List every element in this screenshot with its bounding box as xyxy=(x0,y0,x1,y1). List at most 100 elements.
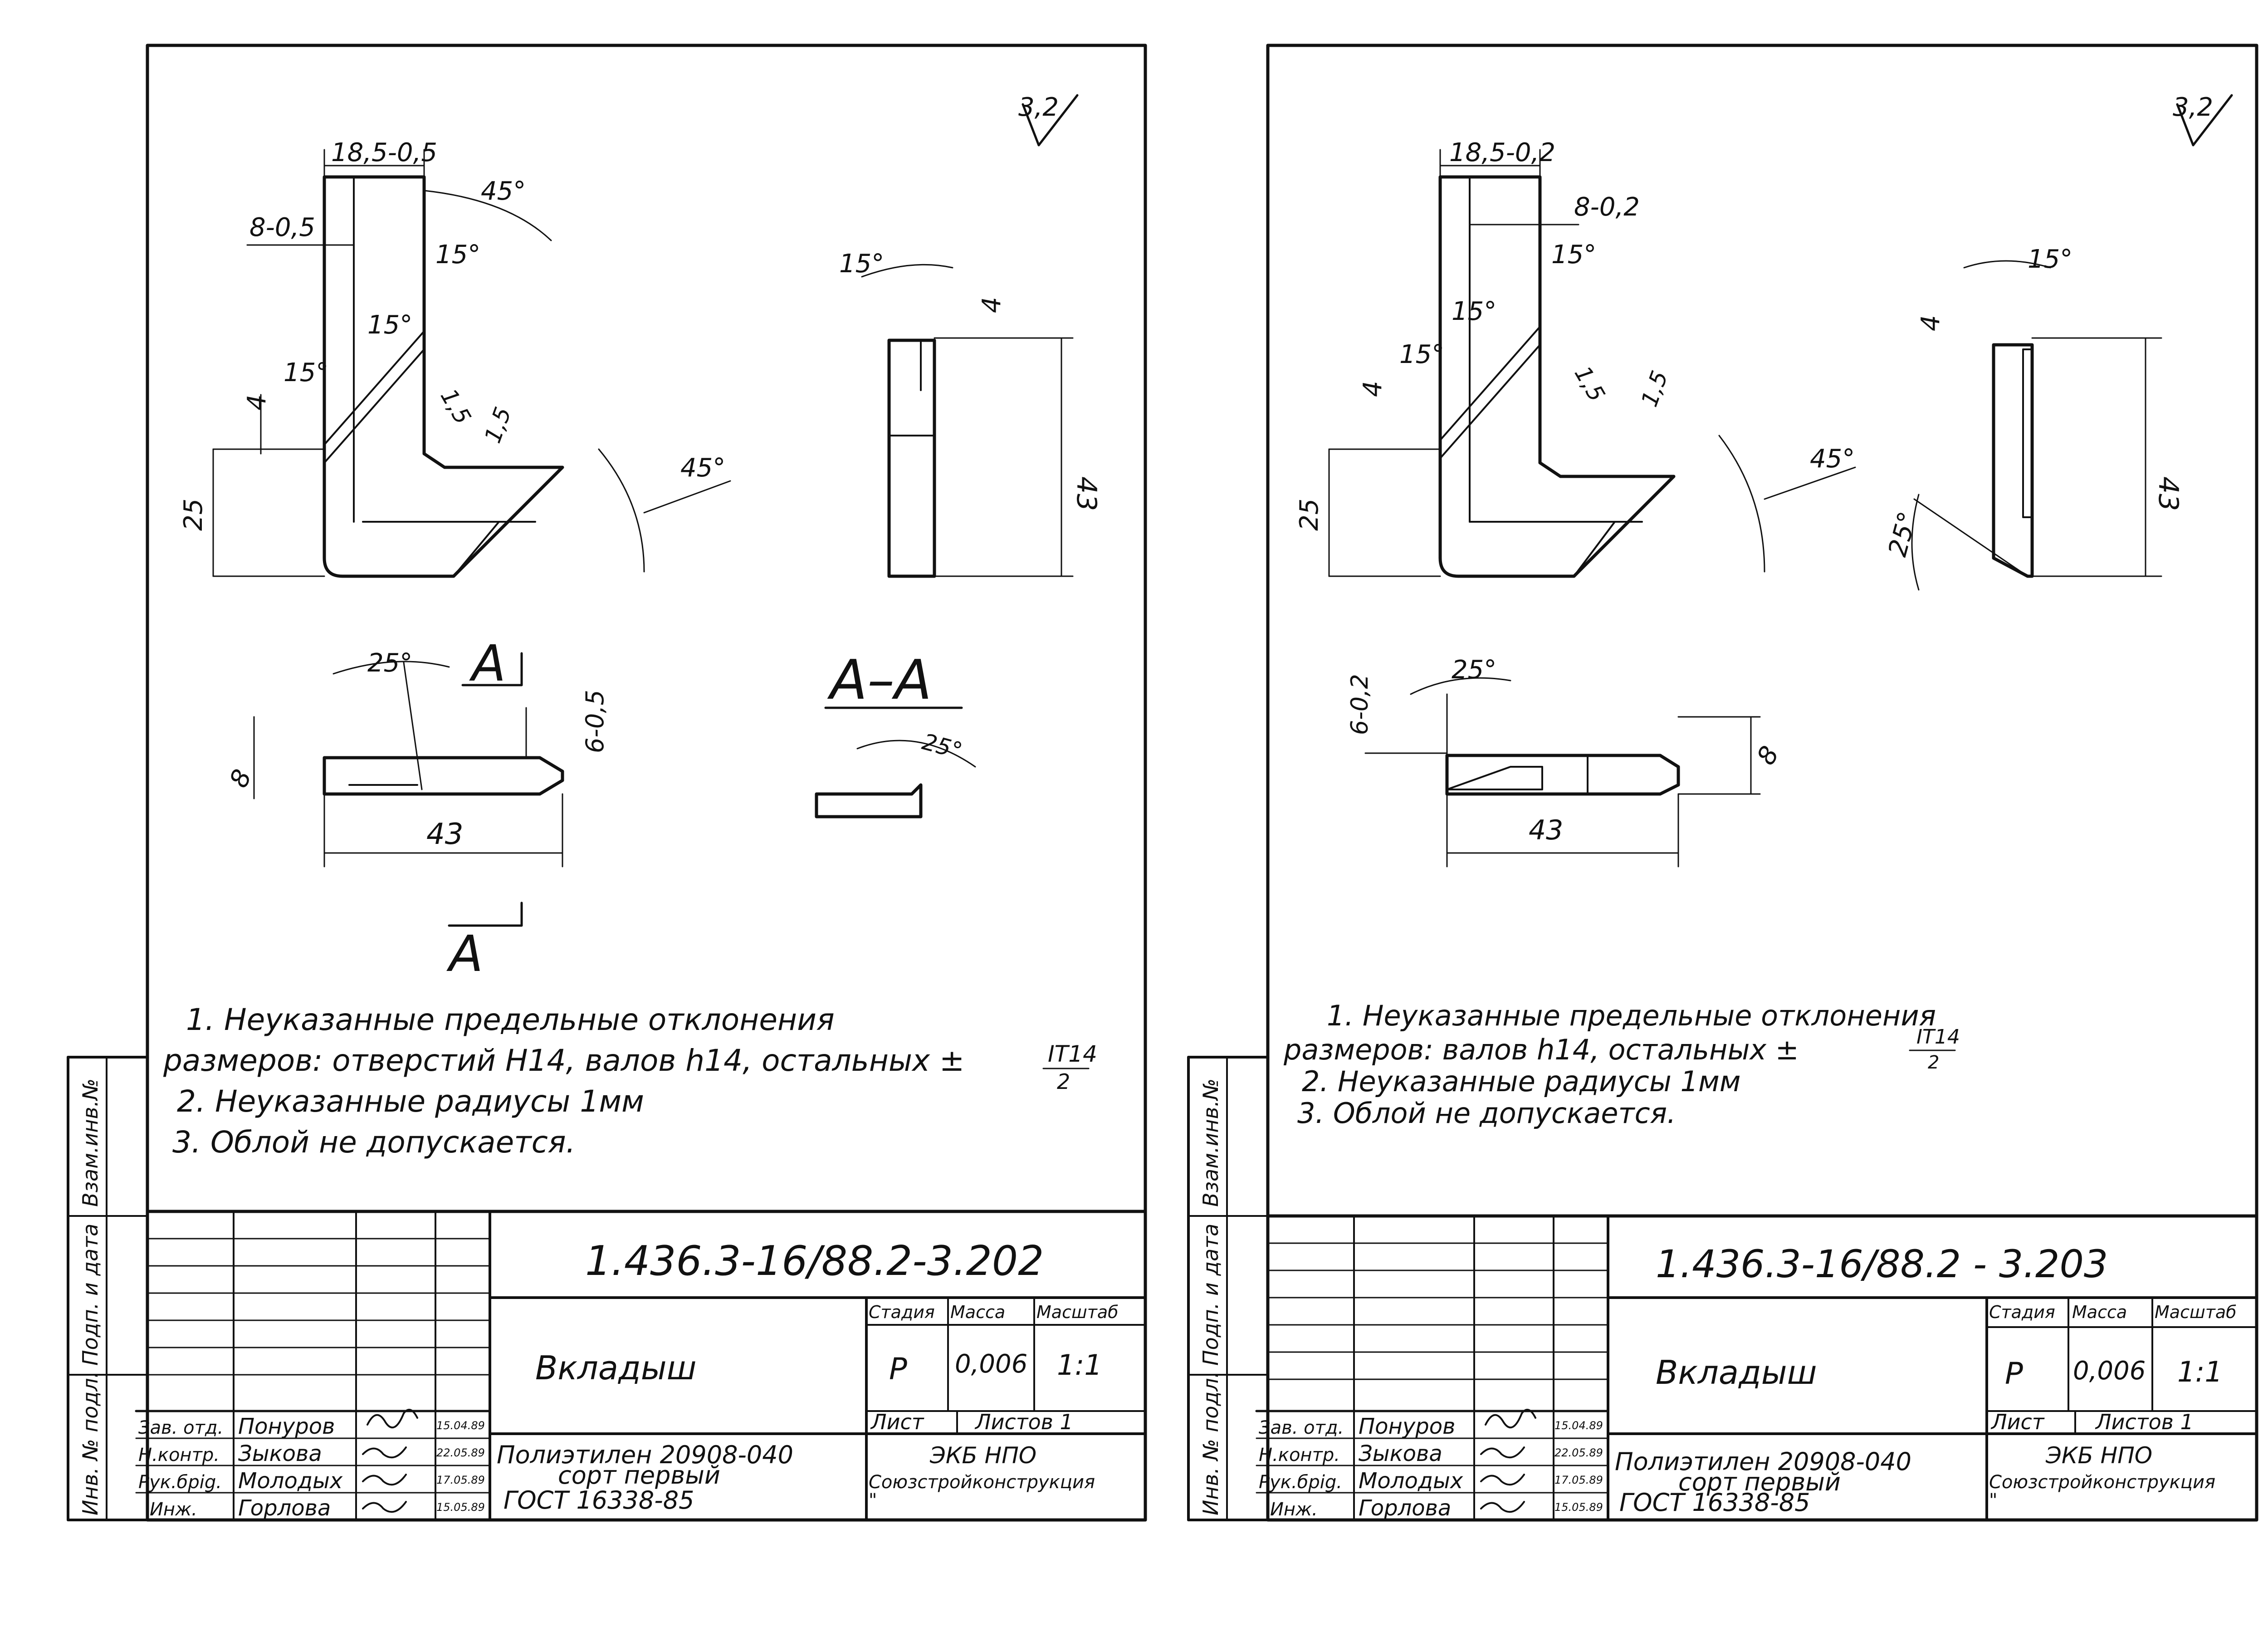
main-view-2: 18,5-0,2 8-0,2 15° 15° 15° 4 1,5 1,5 25 … xyxy=(1295,138,1856,578)
sheet-label-2: Лист xyxy=(1990,1410,2045,1434)
material-3-2: ГОСТ 16338-85 xyxy=(1619,1488,1810,1517)
side-dim-43-2: 43 xyxy=(2152,476,2184,511)
mass-value-2: 0,006 xyxy=(2073,1356,2146,1386)
role-4-2: Инж. xyxy=(1270,1499,1318,1520)
designation: 1.436.3-16/88.2-3.202 xyxy=(585,1237,1044,1285)
part-name-2: Вкладыш xyxy=(1656,1353,1817,1392)
sheet-frame xyxy=(146,44,1147,1522)
dim-6-02: 6-0,2 xyxy=(1346,674,1374,735)
note-2: 2. Неуказанные радиусы 1мм xyxy=(177,1084,644,1119)
org-1-2: ЭКБ НПО xyxy=(2045,1442,2152,1469)
name-1-2: Понуров xyxy=(1359,1414,1455,1439)
date-3-2: 17.05.89 xyxy=(1554,1474,1603,1486)
material-3: ГОСТ 16338-85 xyxy=(503,1486,694,1514)
mass-label: Масса xyxy=(950,1302,1005,1322)
stage-value: Р xyxy=(889,1352,907,1387)
signature-2 xyxy=(362,1446,407,1459)
technical-notes: 1. Неуказанные предельные отклонения раз… xyxy=(163,1002,1097,1160)
role-1: Зав. отд. xyxy=(138,1417,223,1438)
role-4: Инж. xyxy=(150,1499,197,1520)
roughness-value: 3,2 xyxy=(1018,93,1059,122)
side-view-2: 43 4 15° 25° xyxy=(1883,245,2184,591)
dim-4: 4 xyxy=(242,394,272,411)
org-3-2: " xyxy=(1989,1490,1997,1511)
part-name: Вкладыш xyxy=(535,1349,697,1387)
stage-value-2: Р xyxy=(2005,1356,2023,1391)
side-label-inv-no-2: Инв. № подл. xyxy=(1198,1372,1223,1515)
angle-15-a-2: 15° xyxy=(1551,240,1596,270)
angle-15-c-2: 15° xyxy=(1399,340,1444,369)
name-4: Горлова xyxy=(238,1495,331,1521)
role-3-2: Рук.брig. xyxy=(1259,1472,1342,1493)
note-1-cont-2: размеров: валов h14, остальных ± xyxy=(1283,1033,1799,1066)
name-4-2: Горлова xyxy=(1359,1495,1451,1521)
org-2-2: Союзстройконструкция xyxy=(1989,1472,2215,1493)
scale-label-2: Масштаб xyxy=(2155,1302,2237,1322)
note-2-2: 2. Неуказанные радиусы 1мм xyxy=(1302,1065,1741,1098)
signature-3-2 xyxy=(1480,1474,1525,1486)
signature-4 xyxy=(362,1501,407,1513)
name-2: Зыкова xyxy=(238,1441,322,1466)
side-angle-15: 15° xyxy=(839,249,884,279)
date-1-2: 15.04.89 xyxy=(1554,1419,1603,1432)
dim-8-2: 8-0,2 xyxy=(1574,192,1640,222)
side-label-sign-date: Подп. и дата xyxy=(78,1224,103,1366)
scale-value-2: 1:1 xyxy=(2177,1355,2223,1388)
scale-value: 1:1 xyxy=(1057,1348,1102,1382)
signature-2-2 xyxy=(1480,1446,1525,1459)
angle-45-2: 45° xyxy=(1810,444,1855,474)
note-3-2: 3. Облой не допускается. xyxy=(1297,1097,1676,1130)
sheets-count: Листов 1 xyxy=(974,1410,1073,1434)
note-1-2: 1. Неуказанные предельные отклонения xyxy=(1327,999,1936,1032)
material-1: Полиэтилен 20908-040 xyxy=(497,1441,793,1469)
tolerance-num: IT14 xyxy=(1048,1041,1097,1067)
dim-8-bottom-2: 8 xyxy=(1751,741,1785,770)
side-angle-15-2: 15° xyxy=(2028,245,2072,274)
signature-3 xyxy=(362,1474,407,1486)
main-view: 18,5-0,5 8-0,5 45° 15° 15° 15° 4 1,5 1,5… xyxy=(179,138,731,578)
dim-6-05: 6-0,5 xyxy=(581,690,609,753)
sheet-frame-2 xyxy=(1266,44,2258,1522)
designation-2: 1.436.3-16/88.2 - 3.203 xyxy=(1656,1242,2108,1286)
roughness-symbol-2: 3,2 xyxy=(2173,93,2233,147)
section-title-aa: A–A xyxy=(827,649,932,712)
bottom-angle-25: 25° xyxy=(367,648,412,678)
angle-15-b-2: 15° xyxy=(1452,297,1496,326)
side-label-replaced-inv-2: Взам.инв.№ xyxy=(1198,1078,1223,1207)
bottom-view-2: 25° 6-0,2 8 43 xyxy=(1346,655,1785,868)
role-2-2: Н.контр. xyxy=(1259,1445,1340,1465)
dim-25: 25 xyxy=(179,499,208,531)
sheet-label: Лист xyxy=(870,1410,924,1434)
side-angle-25-2: 25° xyxy=(1883,509,1923,560)
name-3: Молодых xyxy=(238,1468,343,1494)
date-2: 22.05.89 xyxy=(436,1446,485,1459)
dim-width-185: 18,5-0,5 xyxy=(331,138,437,167)
angle-45-top: 45° xyxy=(481,176,526,206)
section-mark-a-bottom: A xyxy=(446,925,483,983)
scale-label: Масштаб xyxy=(1036,1302,1119,1322)
material-2-2: сорт первый xyxy=(1678,1468,1841,1496)
side-label-inv-no: Инв. № подл. xyxy=(78,1372,103,1515)
tolerance-den-2: 2 xyxy=(1928,1052,1939,1073)
stage-label: Стадия xyxy=(869,1302,935,1322)
technical-notes-2: 1. Неуказанные предельные отклонения раз… xyxy=(1283,999,1960,1130)
mass-label-2: Масса xyxy=(2072,1302,2127,1322)
stage-label-2: Стадия xyxy=(1989,1302,2055,1322)
side-dim-4-2: 4 xyxy=(1916,315,1945,331)
title-block: 1.436.3-16/88.2-3.202 Вкладыш Стадия Мас… xyxy=(135,1210,1147,1521)
dim-width-185-2: 18,5-0,2 xyxy=(1449,138,1555,167)
angle-15-c: 15° xyxy=(284,358,328,387)
note-3: 3. Облой не допускается. xyxy=(172,1125,576,1160)
tolerance-den: 2 xyxy=(1057,1069,1070,1094)
mass-value: 0,006 xyxy=(955,1349,1027,1379)
date-1: 15.04.89 xyxy=(436,1419,485,1432)
bottom-angle-25-2: 25° xyxy=(1452,655,1496,685)
material-2: сорт первый xyxy=(558,1461,720,1490)
signature-4-2 xyxy=(1480,1501,1525,1513)
name-1: Понуров xyxy=(238,1414,335,1439)
org-2: Союзстройконструкция xyxy=(869,1472,1095,1493)
name-2-2: Зыкова xyxy=(1359,1441,1442,1466)
